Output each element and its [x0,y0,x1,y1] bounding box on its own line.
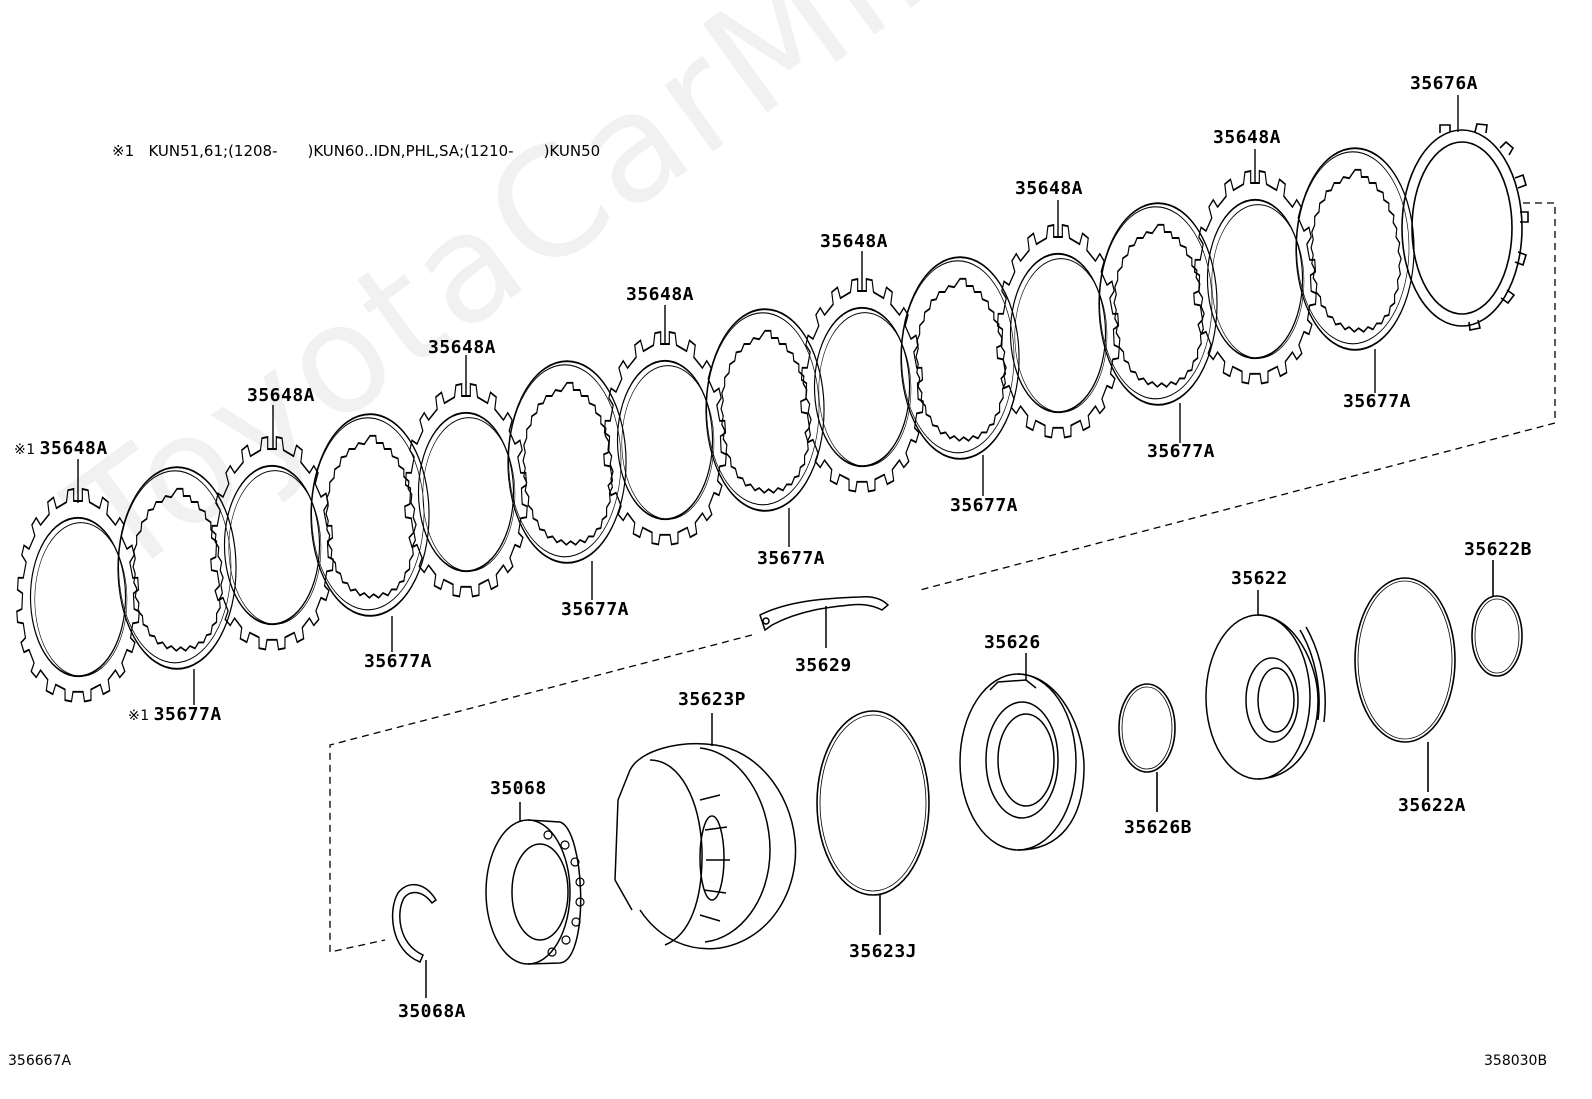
label-35648A-5: 35648A [626,284,695,305]
o-ring-35626B [1118,683,1176,812]
label-35677A-3: 35677A [561,599,630,620]
label-35648A-1-text: 35648A [39,438,108,459]
dashed-boundary [329,202,1556,953]
leader-lines [77,95,1459,705]
label-35648A-6: 35648A [820,231,889,252]
snap-ring-35629 [759,595,890,648]
label-35629: 35629 [795,655,852,676]
label-35622: 35622 [1231,568,1288,589]
piston-35626 [959,653,1085,851]
hub-35068 [485,802,585,965]
label-35622A: 35622A [1398,795,1467,816]
footnote: ※1 KUN51,61;(1208- )KUN60..IDN,PHL,SA;(1… [112,140,600,161]
footnote-text: KUN51,61;(1208- )KUN60..IDN,PHL,SA;(1210… [148,142,601,160]
label-35677A-5: 35677A [950,495,1019,516]
label-35677A-6: 35677A [1147,441,1216,462]
label-35068: 35068 [490,778,547,799]
end-plate-35676A [1401,123,1529,331]
ref1-mark-2: ※1 [128,708,150,724]
o-ring-35622A [1354,577,1456,792]
clutch-pack [15,147,1416,703]
retainer-35622 [1205,590,1326,780]
figure-code-right: 358030B [1484,1053,1548,1069]
label-35676A: 35676A [1410,73,1479,94]
label-35622B: 35622B [1464,539,1533,560]
snap-ring-35068A [391,884,437,998]
label-35623J: 35623J [849,941,918,962]
o-ring-35623J [816,710,930,935]
label-35677A-2: 35677A [364,651,433,672]
drum-35623P [614,713,797,950]
footnote-mark: ※1 [112,142,135,160]
label-35648A-8: 35648A [1213,127,1282,148]
label-35677A-1-text: 35677A [153,704,222,725]
label-35677A-4: 35677A [757,548,826,569]
label-35677A-7: 35677A [1343,391,1412,412]
label-35648A-4: 35648A [428,337,497,358]
label-35623P: 35623P [678,689,747,710]
label-35068A: 35068A [398,1001,467,1022]
label-35648A-3: 35648A [247,385,316,406]
figure-code-left: 356667A [8,1053,72,1069]
ref1-mark: ※1 [14,442,36,458]
o-ring-35622B [1471,560,1523,677]
label-35626B: 35626B [1124,817,1193,838]
label-35626: 35626 [984,632,1041,653]
label-35648A-7: 35648A [1015,178,1084,199]
